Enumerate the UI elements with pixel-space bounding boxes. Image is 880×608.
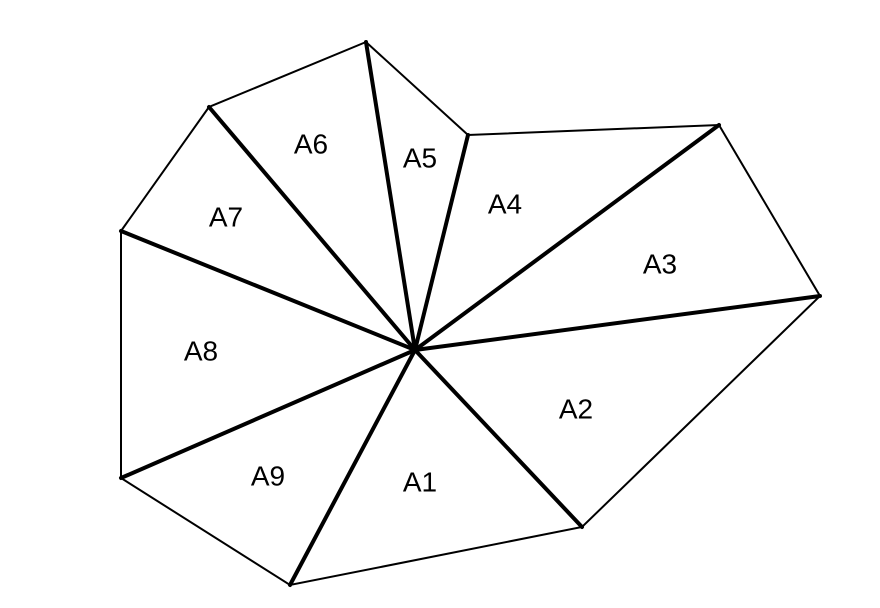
region-label-a5: A5 [403, 142, 437, 173]
spoke-a8-a9 [119, 348, 417, 480]
region-label-a9: A9 [251, 460, 285, 491]
spoke-a3-a4 [413, 123, 721, 352]
outer-boundary [120, 40, 822, 587]
region-label-a1: A1 [403, 466, 437, 497]
spoke-a4-a5 [413, 133, 470, 352]
spoke-a5-a6 [364, 40, 417, 352]
region-label-a2: A2 [559, 393, 593, 424]
spokes [119, 40, 822, 587]
region-label-a3: A3 [643, 248, 677, 279]
spoke-a9-a1 [288, 348, 417, 587]
spoke-a2-a3 [413, 294, 822, 352]
region-label-a8: A8 [184, 335, 218, 366]
spoke-a6-a7 [207, 105, 417, 352]
region-label-a6: A6 [294, 128, 328, 159]
spoke-a1-a2 [413, 348, 584, 529]
spoke-a7-a8 [119, 229, 417, 352]
region-label-a4: A4 [488, 188, 522, 219]
region-label-a7: A7 [209, 201, 243, 232]
